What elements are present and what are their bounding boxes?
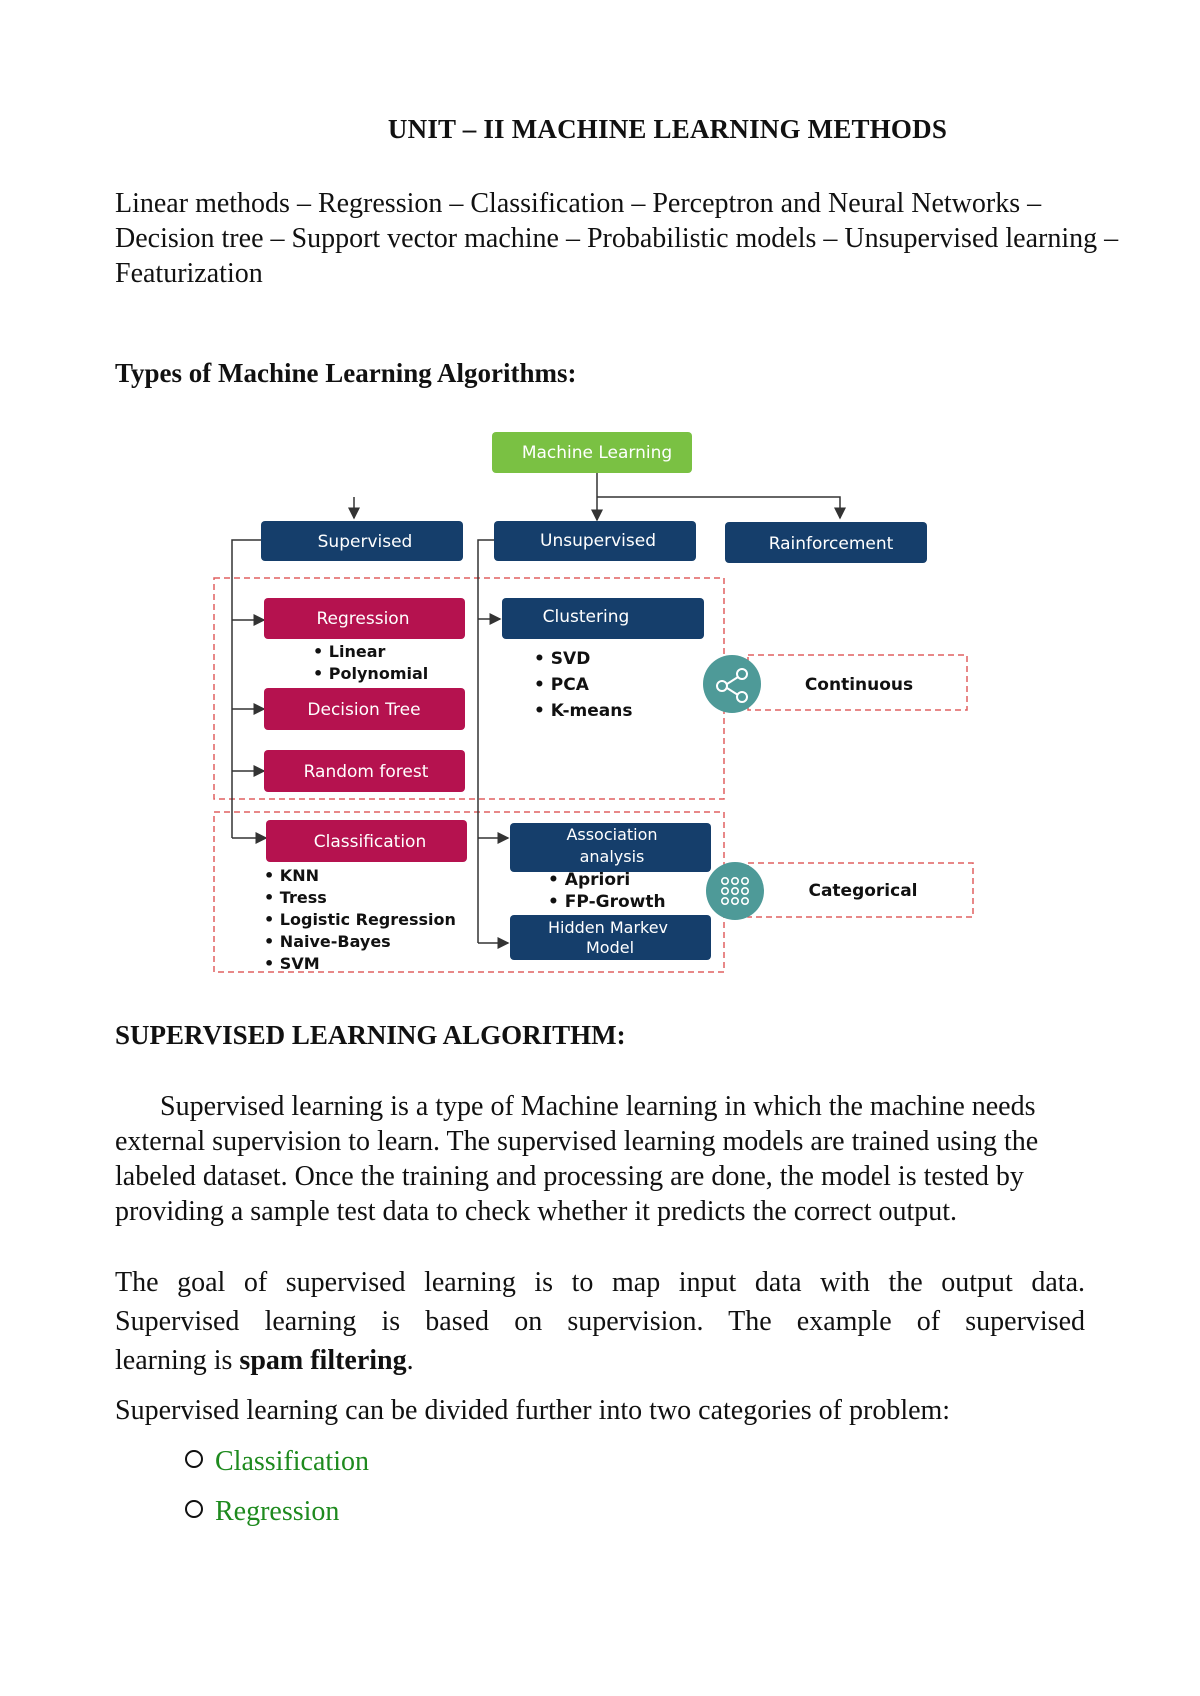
- classification-item: • Naive-Bayes: [264, 932, 391, 951]
- clustering-item: • SVD: [534, 649, 590, 669]
- reinforcement-box: [725, 522, 927, 563]
- random-forest-box: [264, 750, 465, 792]
- intro-line: Featurization: [115, 258, 263, 289]
- connector: [231, 539, 262, 838]
- paragraph-line: learning is spam filtering.: [115, 1341, 1095, 1380]
- continuous-label: Continuous: [805, 675, 913, 695]
- unsupervised-box: [494, 521, 696, 561]
- association-label-line1: Association: [566, 825, 657, 844]
- decision-tree-box: [264, 688, 465, 730]
- machine-learning-label: Machine Learning: [522, 443, 672, 463]
- circle-bullet-icon: [185, 1500, 203, 1518]
- association-analysis-box: [510, 823, 711, 872]
- hidden-markov-box: [510, 915, 711, 960]
- classification-item: • KNN: [264, 866, 319, 885]
- page-title: UNIT – II MACHINE LEARNING METHODS: [387, 114, 948, 144]
- emphasis-spam-filtering: spam filtering: [239, 1345, 407, 1376]
- classification-box: [266, 820, 467, 862]
- categories-intro: Supervised learning can be divided furth…: [115, 1395, 951, 1426]
- bullet-item: Regression: [185, 1496, 339, 1528]
- supervised-heading: SUPERVISED LEARNING ALGORITHM:: [115, 1020, 626, 1050]
- categorical-label: Categorical: [808, 881, 917, 901]
- decision-tree-label: Decision Tree: [307, 700, 420, 720]
- clustering-label: Clustering: [543, 607, 630, 627]
- classification-label: Classification: [314, 832, 426, 852]
- regression-item: • Polynomial: [313, 664, 428, 683]
- regression-box: [264, 598, 465, 639]
- association-item: • Apriori: [548, 870, 630, 890]
- supervised-label: Supervised: [318, 532, 413, 552]
- paragraph-line: Supervised learning is based on supervis…: [115, 1306, 1085, 1337]
- text-run: learning is: [115, 1345, 240, 1376]
- hidden-markov-label-line2: Model: [586, 938, 634, 957]
- bullet-item: Classification: [185, 1446, 369, 1478]
- unsupervised-label: Unsupervised: [540, 531, 656, 551]
- bullet-label: Regression: [215, 1496, 340, 1527]
- grid-dots-icon: [706, 862, 764, 920]
- text-run: .: [406, 1345, 414, 1376]
- bullet-label: Classification: [215, 1446, 369, 1477]
- intro-line: Decision tree – Support vector machine –…: [115, 223, 1119, 254]
- hidden-markov-label-line1: Hidden Markev: [548, 918, 668, 937]
- intro-line: Linear methods – Regression – Classifica…: [115, 188, 1042, 219]
- types-heading: Types of Machine Learning Algorithms:: [115, 358, 577, 388]
- supervised-box: [261, 521, 463, 561]
- reinforcement-label: Rainforcement: [769, 534, 894, 554]
- classification-item: • Logistic Regression: [264, 910, 456, 929]
- paragraph-line: providing a sample test data to check wh…: [115, 1196, 958, 1227]
- classification-item: • SVM: [264, 954, 320, 973]
- clustering-item: • K-means: [534, 701, 633, 721]
- paragraph-line: Supervised learning is a type of Machine…: [160, 1091, 1036, 1122]
- clustering-item: • PCA: [534, 675, 590, 695]
- association-label-line2: analysis: [580, 847, 645, 866]
- clustering-box: [502, 598, 704, 639]
- paragraph-line: labeled dataset. Once the training and p…: [115, 1161, 1024, 1192]
- random-forest-label: Random forest: [304, 762, 429, 782]
- connector: [597, 496, 846, 520]
- machine-learning-box: [492, 432, 692, 473]
- supervised-paragraph: Supervised learning is a type of Machine…: [115, 1089, 1095, 1229]
- paragraph-line: The goal of supervised learning is to ma…: [115, 1267, 1085, 1298]
- association-item: • FP-Growth: [548, 892, 666, 912]
- goal-paragraph: The goal of supervised learning is to ma…: [115, 1263, 1095, 1380]
- syllabus-intro: Linear methods – Regression – Classifica…: [115, 186, 1195, 291]
- classification-item: • Tress: [264, 888, 327, 907]
- regression-label: Regression: [317, 609, 410, 629]
- regression-item: • Linear: [313, 642, 386, 661]
- circle-bullet-icon: [185, 1450, 203, 1468]
- paragraph-line: external supervision to learn. The super…: [115, 1126, 1039, 1157]
- connector: [477, 539, 495, 943]
- share-icon: [703, 655, 761, 713]
